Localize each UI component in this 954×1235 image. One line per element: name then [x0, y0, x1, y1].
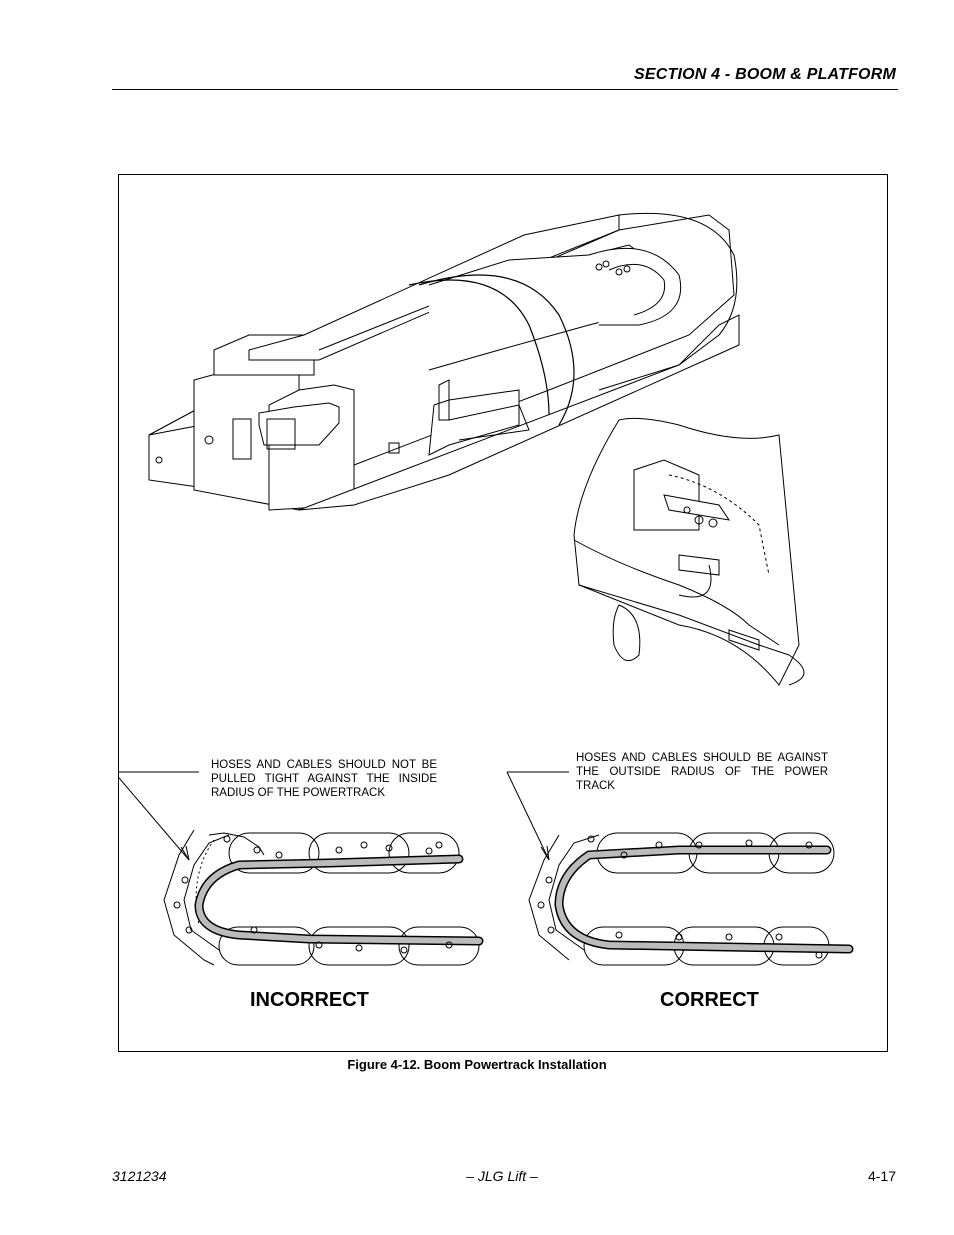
detail-inset-drawing [573, 417, 805, 686]
figure-frame: HOSES AND CABLES SHOULD NOT BE PULLED TI… [118, 174, 888, 1052]
page-number: 4-17 [867, 1168, 896, 1184]
callout-leader-incorrect [119, 771, 199, 861]
powertrack-correct [528, 832, 854, 966]
callout-leader-correct [506, 771, 569, 861]
correct-callout-text: HOSES AND CABLES SHOULD BE AGAINST THE O… [576, 752, 828, 792]
section-header: SECTION 4 - BOOM & PLATFORM [634, 66, 896, 83]
figure-caption: Figure 4-12. Boom Powertrack Installatio… [347, 1057, 607, 1072]
incorrect-label: INCORRECT [250, 989, 369, 1011]
header-rule [112, 89, 898, 90]
correct-label: CORRECT [660, 989, 759, 1011]
incorrect-callout-text: HOSES AND CABLES SHOULD NOT BE PULLED TI… [211, 759, 437, 799]
footer-brand: – JLG Lift – [466, 1168, 538, 1184]
powertrack-incorrect [163, 829, 484, 966]
boom-assembly-drawing [148, 212, 740, 511]
doc-number: 3121234 [112, 1168, 167, 1184]
boom-illustration [119, 212, 854, 966]
